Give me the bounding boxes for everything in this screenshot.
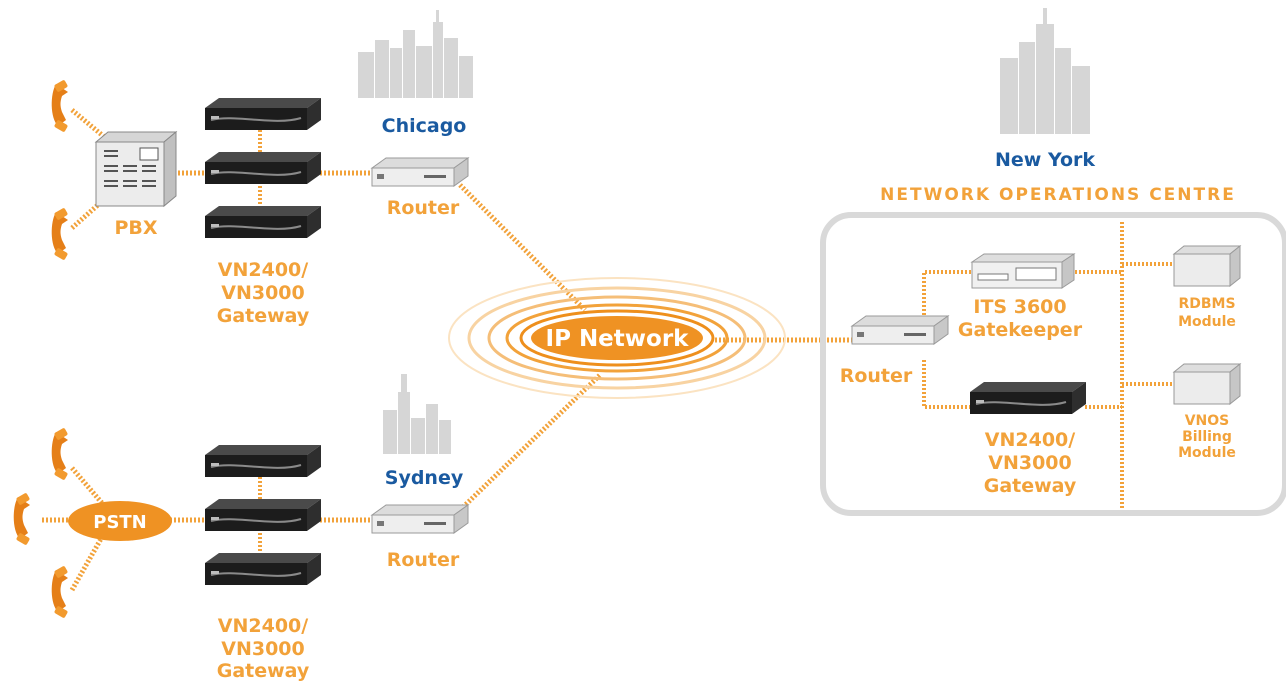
telephone-icon bbox=[51, 427, 69, 481]
chicago-city-label: Chicago bbox=[382, 115, 467, 137]
ny-router-label: Router bbox=[840, 365, 913, 387]
link-router-gatekeeper bbox=[922, 270, 972, 315]
gateway-icon bbox=[204, 97, 322, 131]
pbx-icon bbox=[94, 130, 178, 208]
billing-label-2: Billing bbox=[1182, 429, 1232, 445]
sydney-router-label: Router bbox=[387, 549, 460, 571]
gatekeeper-label-2: Gatekeeper bbox=[958, 319, 1083, 341]
skyline-icon bbox=[1000, 8, 1090, 134]
chicago-gateway-label-1: VN2400/ bbox=[218, 259, 308, 281]
links bbox=[42, 108, 1172, 592]
sydney-gateway-label-3: Gateway bbox=[217, 660, 310, 681]
link-router-ny-gateway bbox=[922, 360, 970, 409]
pbx-label: PBX bbox=[114, 217, 157, 239]
sydney-city-label: Sydney bbox=[385, 467, 464, 489]
new-york-site: New York NETWORK OPERATIONS CENTRE Route… bbox=[820, 8, 1286, 516]
gateway-icon bbox=[204, 498, 322, 532]
link-router-ip-sydney bbox=[458, 373, 602, 512]
rdbms-label-2: Module bbox=[1178, 314, 1236, 330]
sydney-gateway-label-1: VN2400/ bbox=[218, 615, 308, 637]
router-icon bbox=[851, 315, 949, 345]
router-icon bbox=[371, 504, 469, 534]
billing-label-1: VNOS bbox=[1185, 413, 1230, 429]
link-phone-pstn-1 bbox=[70, 466, 104, 505]
noc-border bbox=[820, 212, 1286, 516]
sydney-site: Sydney Router VN2400/ VN3000 Gateway PST… bbox=[13, 374, 469, 681]
pstn-label: PSTN bbox=[93, 512, 147, 533]
module-box-icon bbox=[1173, 363, 1241, 405]
pstn-ellipse bbox=[68, 501, 172, 541]
gateway-icon bbox=[204, 444, 322, 478]
module-box-icon bbox=[1173, 245, 1241, 287]
telephone-icon bbox=[51, 565, 69, 619]
gateway-icon bbox=[204, 151, 322, 185]
chicago-site: Chicago Router VN2400/ VN3000 Gateway bbox=[51, 10, 473, 327]
ip-network-cloud: IP Network bbox=[448, 277, 786, 399]
gateway-icon bbox=[204, 205, 322, 239]
noc-title: NETWORK OPERATIONS CENTRE bbox=[880, 185, 1236, 205]
gatekeeper-icon bbox=[970, 253, 1076, 289]
chicago-gateway-label-2: VN3000 bbox=[221, 282, 305, 304]
ny-gateway-label-3: Gateway bbox=[984, 475, 1077, 497]
ip-network-label: IP Network bbox=[546, 326, 690, 352]
link-phone-pbx-1 bbox=[70, 108, 110, 142]
skyline-icon bbox=[383, 374, 451, 454]
link-phone-pstn-3 bbox=[69, 535, 105, 592]
telephone-icon bbox=[13, 492, 31, 546]
router-icon bbox=[371, 157, 469, 187]
telephone-icon bbox=[51, 79, 69, 133]
chicago-gateway-label-3: Gateway bbox=[217, 305, 310, 327]
telephone-icon bbox=[51, 207, 69, 261]
billing-label-3: Module bbox=[1178, 445, 1236, 461]
chicago-router-label: Router bbox=[387, 197, 460, 219]
ip-network-ellipse bbox=[531, 316, 703, 360]
gateway-icon bbox=[204, 552, 322, 586]
gatekeeper-label-1: ITS 3600 bbox=[973, 296, 1066, 318]
gateway-icon bbox=[969, 381, 1087, 415]
sydney-gateway-label-2: VN3000 bbox=[221, 638, 305, 660]
new-york-city-label: New York bbox=[995, 149, 1095, 171]
ny-gateway-label-2: VN3000 bbox=[988, 452, 1072, 474]
skyline-icon bbox=[358, 10, 473, 98]
ny-gateway-label-1: VN2400/ bbox=[985, 429, 1075, 451]
link-router-ip-chicago bbox=[458, 183, 587, 312]
rdbms-label-1: RDBMS bbox=[1178, 296, 1235, 312]
